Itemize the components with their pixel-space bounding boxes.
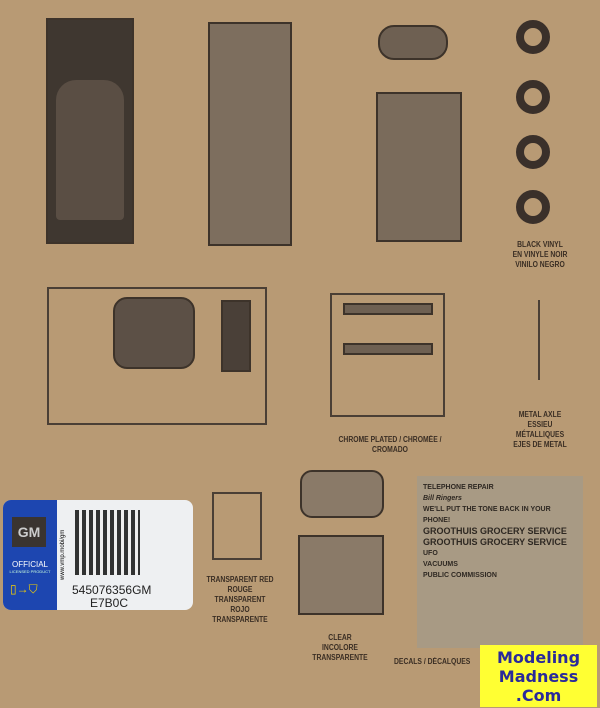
decal-text: TELEPHONE REPAIR [423,484,494,491]
decal-text: WE'LL PUT THE TONE BACK IN YOUR PHONE! [423,506,551,524]
engine-part [378,25,448,60]
clear-en: CLEAR [328,633,352,642]
qr-code [75,510,140,575]
metal-axle [538,300,540,380]
decal-text: Bill Ringers [423,495,462,502]
tire [516,80,550,114]
official-text: OFFICIAL [11,560,48,569]
decal-text: GROOTHUIS GROCERY SERVICE [423,526,567,536]
vinyl-es: VINILO NEGRO [515,260,565,269]
sticker-url: www.vmp.mobi/gm [60,529,66,580]
hood-part [113,297,195,369]
interior-tub-part [376,92,462,242]
axle-es: EJES DE METAL [513,440,567,449]
red-en: TRANSPARENT RED [206,575,274,584]
windshield-part [300,470,384,518]
tire [516,20,550,54]
axle-fr: ESSIEU MÉTALLIQUES [515,420,565,439]
parts-sprue [47,287,267,425]
bumper-part [343,303,433,315]
vinyl-fr: EN VINYLE NOIR [512,250,568,259]
decal-text: GROOTHUIS GROCERY SERVICE [423,537,567,547]
decal-sheet: TELEPHONE REPAIR Bill Ringers WE'LL PUT … [417,476,583,648]
chrome-sprue [330,293,445,417]
sticker-code2: E7B0C [90,596,129,610]
tire [516,135,550,169]
clear-es: TRANSPARENTE [312,653,368,662]
wm-line: .Com [515,686,562,705]
licensed-text: LICENSED PRODUCT [9,569,51,574]
decal-text: PUBLIC COMMISSION [423,572,497,579]
gm-logo: GM [12,517,46,547]
red-fr: ROUGE TRANSPARENT [214,585,266,604]
red-sprue [212,492,262,560]
clear-fr: INCOLORE [322,643,358,652]
wm-line: Modeling [496,648,581,667]
decal-text: VACUUMS [423,561,458,568]
tire [516,190,550,224]
red-es: ROJO TRANSPARENTE [212,605,268,624]
car-roof [56,80,124,220]
grille-part [221,300,251,372]
chassis-part [208,22,292,246]
chrome-label: CHROME PLATED / CHROMÉE / CROMADO [338,435,442,454]
decals-label: DECALS / DÉCALQUES [394,657,471,666]
phone-shield-icon: ▯→⛉ [10,582,38,596]
decal-text: UFO [423,550,438,557]
vinyl-en: BLACK VINYL [517,240,563,249]
sticker-code: 545076356GM [72,583,152,597]
bumper-part [343,343,433,355]
axle-en: METAL AXLE [518,410,562,419]
rear-window-part [298,535,384,615]
wm-line: Madness [498,667,579,686]
